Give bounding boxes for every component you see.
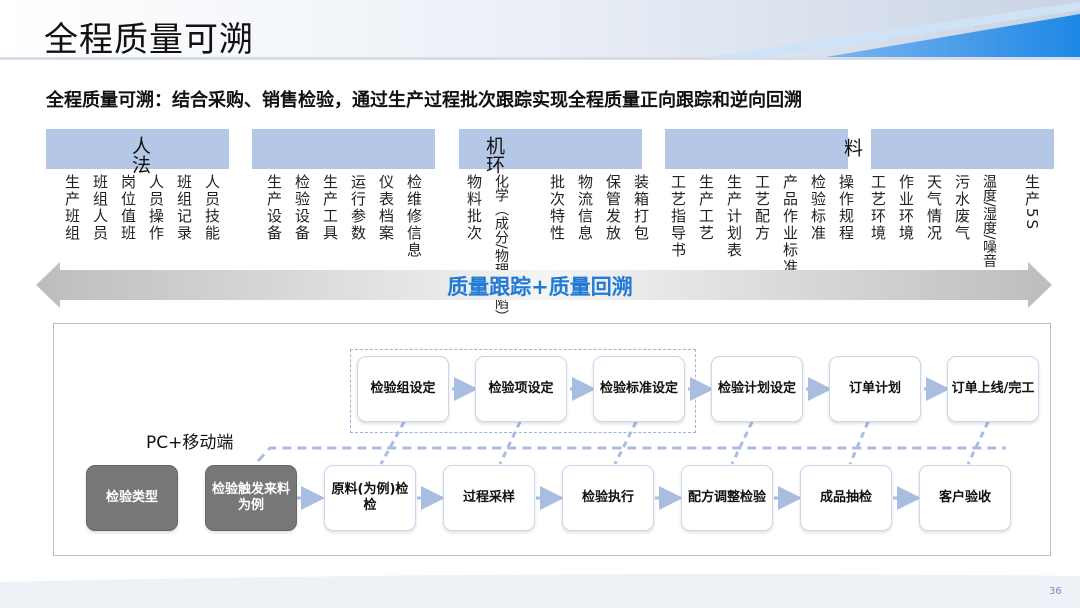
category-bar-2: [252, 129, 435, 169]
item-column: 天气情况: [925, 174, 943, 242]
category-bar-1: [46, 129, 229, 169]
step-process-sampling[interactable]: 过程采样: [443, 465, 535, 531]
step-finished-product-sampling[interactable]: 成品抽检: [800, 465, 892, 531]
category-label-4: 料: [841, 138, 863, 157]
category-bar-4: [665, 129, 848, 169]
step-inspection-trigger[interactable]: 检验触发来料为例: [205, 465, 297, 531]
item-column: 仪表档案: [377, 174, 395, 242]
page-title: 全程质量可溯: [44, 20, 254, 60]
item-column: 生产工艺: [697, 174, 715, 242]
item-column: 人员技能: [203, 174, 221, 242]
item-column: 运行参数: [349, 174, 367, 242]
item-column: 温度/湿度/噪音: [981, 174, 997, 268]
item-column: 保管发放: [604, 174, 622, 242]
step-inspection-group-setup[interactable]: 检验组设定: [357, 356, 449, 422]
item-column: 工艺配方: [753, 174, 771, 242]
item-column: 操作规程: [837, 174, 855, 242]
step-order-plan[interactable]: 订单计划: [829, 356, 921, 422]
item-column: 岗位值班: [119, 174, 137, 242]
item-column: 生产计划表: [725, 174, 743, 259]
item-column: 装箱打包: [632, 174, 650, 242]
item-column: 班组人员: [91, 174, 109, 242]
step-inspection-execution[interactable]: 检验执行: [562, 465, 654, 531]
category-label-3: 机环: [483, 136, 505, 174]
item-column: 污水废气: [953, 174, 971, 242]
pc-mobile-label: PC+移动端: [146, 433, 234, 453]
item-column: 生产5S: [1023, 174, 1041, 232]
trace-label: 质量跟踪+质量回溯: [447, 275, 633, 299]
item-column: 检验设备: [293, 174, 311, 242]
item-column: 检验标准: [809, 174, 827, 242]
double-arrow: [36, 262, 1052, 308]
page-subtitle: 全程质量可溯：结合采购、销售检验，通过生产过程批次跟踪实现全程质量正向跟踪和逆向…: [46, 90, 802, 111]
item-column: 产品作业标准: [781, 174, 799, 276]
item-column: 工艺环境: [869, 174, 887, 242]
item-column: 作业环境: [897, 174, 915, 242]
step-inspection-plan-setup[interactable]: 检验计划设定: [711, 356, 803, 422]
item-column: 工艺指导书: [669, 174, 687, 259]
header-band: [0, 0, 1080, 60]
item-column: 检维修信息: [405, 174, 423, 259]
item-column: 班组记录: [175, 174, 193, 242]
item-column: 物料批次: [465, 174, 483, 242]
step-inspection-item-setup[interactable]: 检验项设定: [475, 356, 567, 422]
item-column: 人员操作: [147, 174, 165, 242]
step-inspection-type[interactable]: 检验类型: [86, 465, 178, 531]
item-column: 生产工具: [321, 174, 339, 242]
step-formula-adjust-inspection[interactable]: 配方调整检验: [681, 465, 773, 531]
category-bar-5: [871, 129, 1054, 169]
step-order-online-complete[interactable]: 订单上线/完工: [947, 356, 1039, 422]
step-inspection-standard-setup[interactable]: 检验标准设定: [593, 356, 685, 422]
category-bar-3: [459, 129, 642, 169]
step-customer-acceptance[interactable]: 客户验收: [919, 465, 1011, 531]
step-raw-material-inspection[interactable]: 原料(为例)检检: [324, 465, 416, 531]
item-column: 物流信息: [576, 174, 594, 242]
item-column: 批次特性: [548, 174, 566, 242]
item-column: 生产班组: [63, 174, 81, 242]
item-column: 生产设备: [265, 174, 283, 242]
page-number: 36: [1049, 586, 1062, 597]
category-label-1: 人法: [129, 136, 151, 174]
